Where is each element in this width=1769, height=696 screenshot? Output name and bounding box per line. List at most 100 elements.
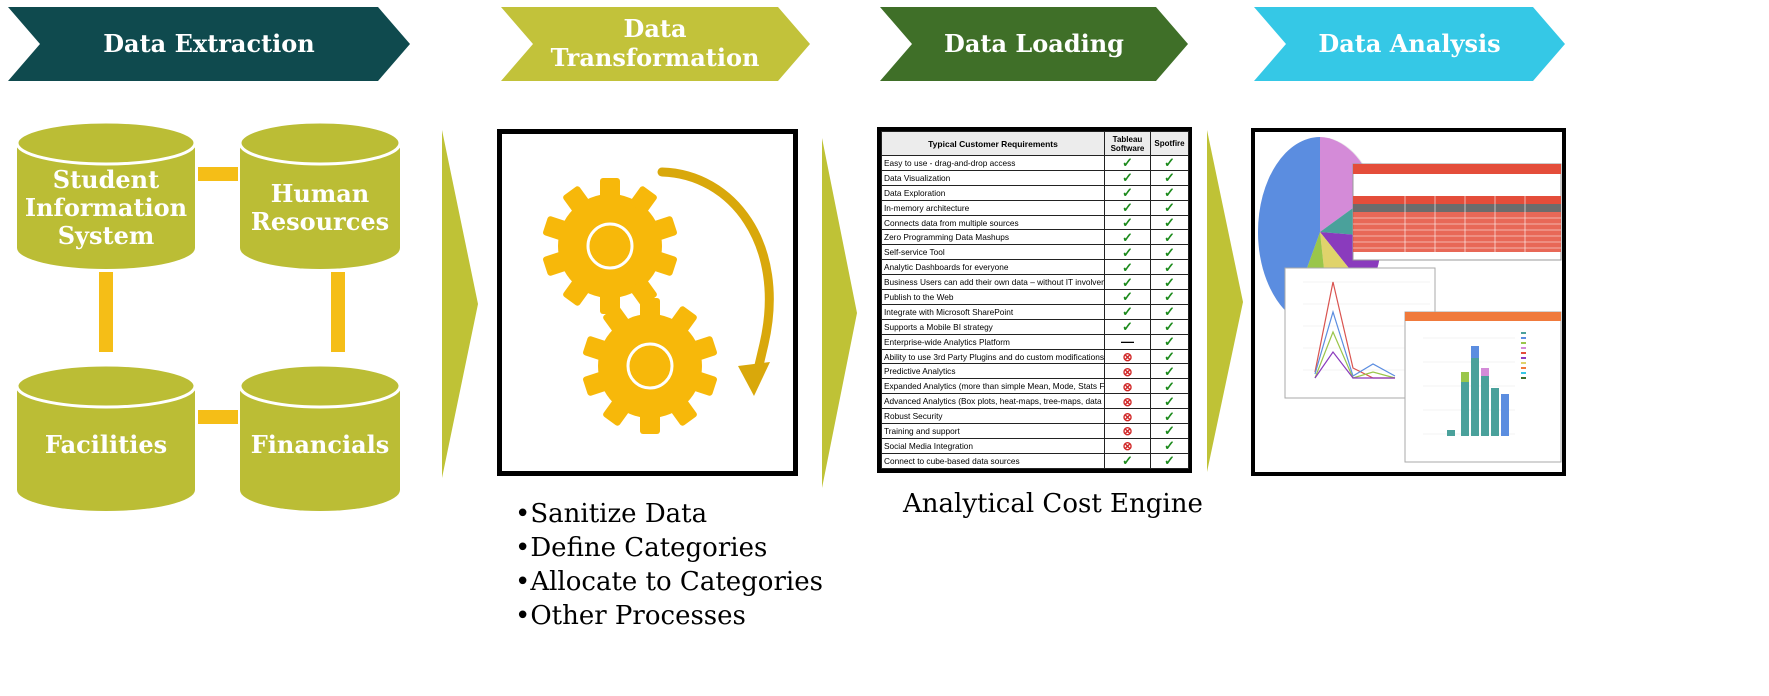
requirement-cell: Easy to use - drag-and-drop access [881,155,1105,171]
requirement-cell: Business Users can add their own data – … [881,274,1105,291]
check-icon: ✓ [1150,408,1189,425]
requirement-cell: Expanded Analytics (more than simple Mea… [881,378,1105,395]
transformation-bullets: •Sanitize Data •Define Categories •Alloc… [515,497,823,633]
check-icon: ✓ [1104,452,1151,470]
requirement-cell: Predictive Analytics [881,363,1105,380]
check-icon: ✓ [1150,169,1189,186]
check-icon: ✓ [1104,289,1151,305]
check-icon: ✓ [1150,184,1189,201]
requirement-cell: Integrate with Microsoft SharePoint [881,303,1105,320]
flow-arrow-1 [442,130,478,478]
database-financials [238,363,402,511]
table-row: Data Visualization✓✓ [881,169,1189,186]
database-student [15,120,197,269]
requirements-table: Typical Customer Requirements Tableau So… [881,131,1189,470]
table-row: Publish to the Web✓✓ [881,289,1189,305]
check-icon: ✓ [1150,393,1189,410]
requirement-cell: In-memory architecture [881,199,1105,216]
table-row: In-memory architecture✓✓ [881,199,1189,216]
database-group [15,120,402,511]
table-row: Advanced Analytics (Box plots, heat-maps… [881,393,1189,410]
stage-transformation-chevron [501,7,810,81]
cycle-arrow-icon [657,167,774,383]
check-icon: ✓ [1104,259,1151,276]
database-label-hr: Human Resources [250,178,390,236]
table-row: Easy to use - drag-and-drop access✓✓ [881,155,1189,171]
requirement-cell: Social Media Integration [881,437,1105,454]
requirement-cell: Supports a Mobile BI strategy [881,318,1105,335]
cross-circle-icon: ⊗ [1104,363,1151,380]
requirements-table-body: Easy to use - drag-and-drop access✓✓Data… [881,155,1189,470]
requirement-cell: Robust Security [881,408,1105,425]
connector-left [99,272,113,352]
table-row: Data Exploration✓✓ [881,184,1189,201]
check-icon: ✓ [1150,363,1189,380]
requirement-cell: Self-service Tool [881,244,1105,261]
database-label-facilities: Facilities [44,429,168,459]
requirement-cell: Training and support [881,423,1105,439]
check-icon: ✓ [1150,244,1189,261]
check-icon: ✓ [1150,155,1189,171]
loading-caption: Analytical Cost Engine [903,489,1203,519]
stage-label-transformation: Data Transformation [550,14,760,72]
table-row: Social Media Integration⊗✓ [881,437,1189,454]
check-icon: ✓ [1104,229,1151,246]
check-icon: ✓ [1104,274,1151,291]
requirement-cell: Zero Programming Data Mashups [881,229,1105,246]
table-row: Enterprise-wide Analytics Platform—✓ [881,333,1189,350]
requirement-cell: Advanced Analytics (Box plots, heat-maps… [881,393,1105,410]
cycle-arrowhead-icon [738,362,770,396]
check-icon: ✓ [1150,378,1189,395]
check-icon: ✓ [1104,184,1151,201]
check-icon: ✓ [1150,452,1189,470]
flow-arrow-2 [822,138,857,488]
bullet-item: •Other Processes [515,601,746,631]
bar-chart-thumbnail [1404,311,1562,463]
table-header-requirements: Typical Customer Requirements [881,131,1105,156]
bullet-item: •Sanitize Data [515,499,708,529]
table-row: Robust Security⊗✓ [881,408,1189,425]
bullet-item: •Define Categories [515,533,768,563]
requirement-cell: Connects data from multiple sources [881,214,1105,231]
table-header-tableau: Tableau Software [1104,131,1151,156]
dashboard-collage [1258,137,1562,463]
requirement-cell: Connect to cube-based data sources [881,452,1105,470]
cross-circle-icon: ⊗ [1104,378,1151,395]
flow-arrow-3 [1207,130,1243,472]
table-row: Self-service Tool✓✓ [881,244,1189,261]
check-icon: ✓ [1104,155,1151,171]
cross-circle-icon: ⊗ [1104,408,1151,425]
cross-circle-icon: ⊗ [1104,437,1151,454]
stage-label-extraction: Data Extraction [103,28,315,58]
check-icon: ✓ [1104,214,1151,231]
connector-bottom [198,410,238,424]
gears-graphic [540,167,774,436]
connector-right [331,272,345,352]
check-icon: ✓ [1150,348,1189,365]
table-row: Integrate with Microsoft SharePoint✓✓ [881,303,1189,320]
connector-top [198,167,238,181]
requirement-cell: Data Exploration [881,184,1105,201]
stage-extraction-chevron [8,7,410,81]
database-facilities [15,363,197,511]
check-icon: ✓ [1150,274,1189,291]
check-icon: ✓ [1104,169,1151,186]
database-label-financials: Financials [250,429,390,459]
database-hr [238,120,402,269]
gear-icon-bottom [580,296,720,436]
table-row: Training and support⊗✓ [881,423,1189,439]
check-icon: ✓ [1104,303,1151,320]
gear-icon-top [540,176,680,316]
check-icon: ✓ [1150,199,1189,216]
table-row: Zero Programming Data Mashups✓✓ [881,229,1189,246]
check-icon: ✓ [1104,244,1151,261]
table-row: Supports a Mobile BI strategy✓✓ [881,318,1189,335]
check-icon: ✓ [1150,289,1189,305]
check-icon: ✓ [1150,423,1189,439]
bullet-item: •Allocate to Categories [515,567,823,597]
table-row: Connects data from multiple sources✓✓ [881,214,1189,231]
table-row: Predictive Analytics⊗✓ [881,363,1189,380]
table-row: Business Users can add their own data – … [881,274,1189,291]
dash-icon: — [1104,333,1151,350]
